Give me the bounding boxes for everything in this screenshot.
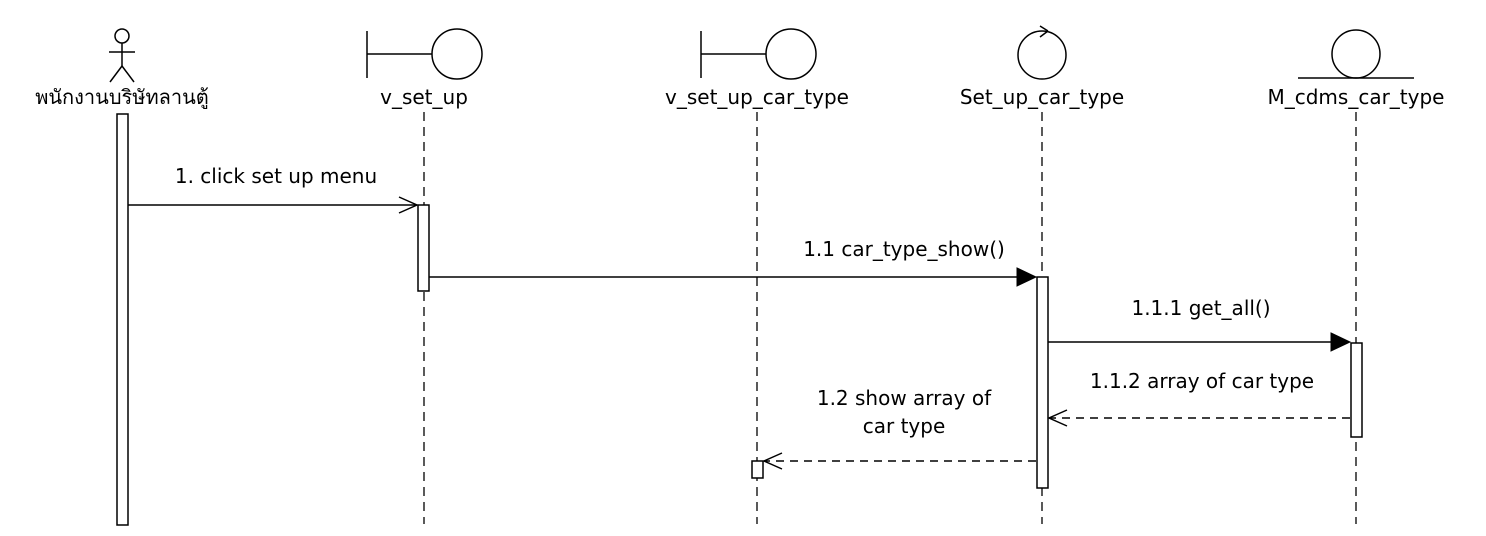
activation-set-up-car-type — [1036, 276, 1049, 489]
message-1-2: 1.2 show array of car type — [762, 386, 1036, 470]
actor-stick-figure-icon — [109, 28, 135, 83]
message-1-1-1-label: 1.1.1 get_all() — [1131, 296, 1270, 320]
filled-arrowhead-icon — [1016, 267, 1038, 287]
entity-icon — [1298, 29, 1414, 79]
message-1-2-label-line-2: car type — [863, 414, 946, 438]
participant-set-up-car-type: Set_up_car_type — [960, 25, 1124, 109]
message-1-label: 1. click set up menu — [175, 164, 377, 188]
message-1-1: 1.1 car_type_show() — [429, 237, 1038, 287]
activation-m-cdms-car-type — [1350, 342, 1363, 438]
participant-v-set-up-car-type: v_set_up_car_type — [665, 28, 849, 109]
activation-v-set-up — [417, 204, 430, 292]
message-1-1-2: 1.1.2 array of car type — [1047, 369, 1350, 427]
boundary-icon — [366, 28, 483, 80]
actor-label: พนักงานบริษัทลานตู้ — [35, 85, 209, 110]
v-set-up-label: v_set_up — [380, 85, 468, 109]
boundary-icon — [700, 28, 817, 80]
activation-actor — [116, 113, 129, 526]
message-1-1-label: 1.1 car_type_show() — [803, 237, 1005, 261]
message-1-1-1: 1.1.1 get_all() — [1048, 296, 1352, 352]
participant-m-cdms-car-type: M_cdms_car_type — [1267, 29, 1445, 109]
message-1: 1. click set up menu — [128, 164, 419, 214]
control-icon — [1017, 25, 1067, 80]
open-arrowhead-icon — [1047, 409, 1068, 427]
set-up-car-type-label: Set_up_car_type — [960, 85, 1124, 109]
participant-v-set-up: v_set_up — [366, 28, 483, 109]
m-cdms-car-type-label: M_cdms_car_type — [1267, 85, 1444, 109]
open-arrowhead-icon — [762, 452, 783, 470]
message-1-1-2-label: 1.1.2 array of car type — [1090, 369, 1314, 393]
filled-arrowhead-icon — [1330, 332, 1352, 352]
message-1-2-label-line-1: 1.2 show array of — [817, 386, 992, 410]
v-set-up-car-type-label: v_set_up_car_type — [665, 85, 849, 109]
activation-v-set-up-car-type — [751, 460, 764, 479]
open-arrowhead-icon — [398, 196, 419, 214]
participant-actor: พนักงานบริษัทลานตู้ — [35, 28, 209, 110]
